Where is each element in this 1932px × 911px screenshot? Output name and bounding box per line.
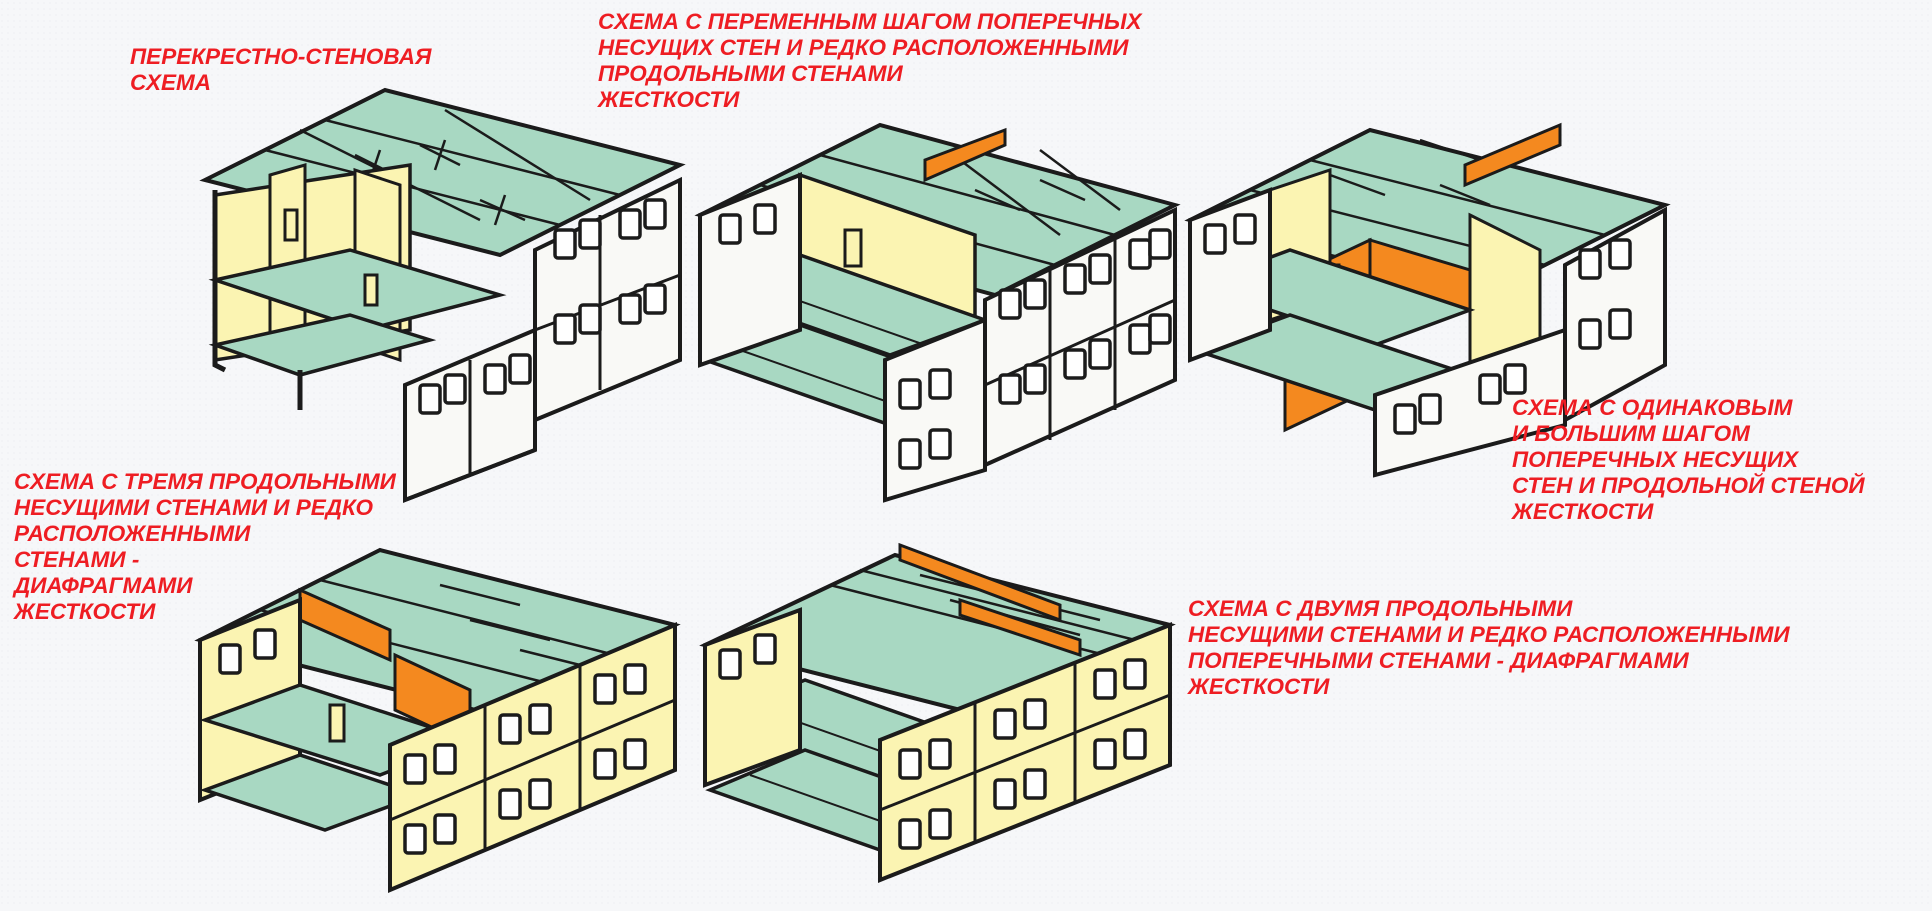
caption-line: СХЕМА С ОДИНАКОВЫМ (1512, 395, 1793, 420)
caption-line: ПЕРЕКРЕСТНО-СТЕНОВАЯ (130, 44, 432, 69)
caption-two-longitudinal-scheme: СХЕМА С ДВУМЯ ПРОДОЛЬНЫМИ НЕСУЩИМИ СТЕНА… (1188, 596, 1790, 700)
building-cross-wall (199, 87, 686, 503)
caption-line: ДИАФРАГМАМИ (14, 573, 193, 598)
caption-line: НЕСУЩИМИ СТЕНАМИ И РЕДКО РАСПОЛОЖЕННЫМИ (1188, 622, 1790, 647)
building-variable-pitch (694, 122, 1181, 503)
caption-line: И БОЛЬШИМ ШАГОМ (1512, 421, 1750, 446)
caption-three-longitudinal-scheme: СХЕМА С ТРЕМЯ ПРОДОЛЬНЫМИ НЕСУЩИМИ СТЕНА… (14, 469, 396, 625)
caption-line: ПОПЕРЕЧНЫХ НЕСУЩИХ (1512, 447, 1799, 472)
caption-cross-wall-scheme: ПЕРЕКРЕСТНО-СТЕНОВАЯ СХЕМА (130, 44, 431, 96)
caption-line: ЖЕСТКОСТИ (1512, 499, 1654, 524)
caption-line: СХЕМА С ДВУМЯ ПРОДОЛЬНЫМИ (1188, 596, 1573, 621)
caption-line: НЕСУЩИХ СТЕН И РЕДКО РАСПОЛОЖЕННЫМИ (598, 35, 1129, 60)
caption-line: ПОПЕРЕЧНЫМИ СТЕНАМИ - ДИАФРАГМАМИ (1188, 648, 1689, 673)
caption-line: ЖЕСТКОСТИ (598, 87, 740, 112)
caption-line: СТЕНАМИ - (14, 547, 140, 572)
caption-line: СХЕМА С ТРЕМЯ ПРОДОЛЬНЫМИ (14, 469, 396, 494)
building-three-longitudinal (194, 547, 681, 894)
caption-line: РАСПОЛОЖЕННЫМИ (14, 521, 251, 546)
building-equal-pitch (1184, 122, 1671, 478)
caption-line: СХЕМА (130, 70, 211, 95)
caption-line: ЖЕСТКОСТИ (14, 599, 156, 624)
caption-line: НЕСУЩИМИ СТЕНАМИ И РЕДКО (14, 495, 374, 520)
caption-equal-pitch-scheme: СХЕМА С ОДИНАКОВЫМ И БОЛЬШИМ ШАГОМ ПОПЕР… (1512, 395, 1865, 525)
caption-line: СТЕН И ПРОДОЛЬНОЙ СТЕНОЙ (1512, 473, 1865, 498)
caption-variable-pitch-scheme: СХЕМА С ПЕРЕМЕННЫМ ШАГОМ ПОПЕРЕЧНЫХ НЕСУ… (598, 9, 1142, 113)
caption-line: ЖЕСТКОСТИ (1188, 674, 1330, 699)
caption-line: СХЕМА С ПЕРЕМЕННЫМ ШАГОМ ПОПЕРЕЧНЫХ (598, 9, 1142, 34)
building-two-longitudinal (699, 542, 1176, 883)
caption-line: ПРОДОЛЬНЫМИ СТЕНАМИ (598, 61, 903, 86)
